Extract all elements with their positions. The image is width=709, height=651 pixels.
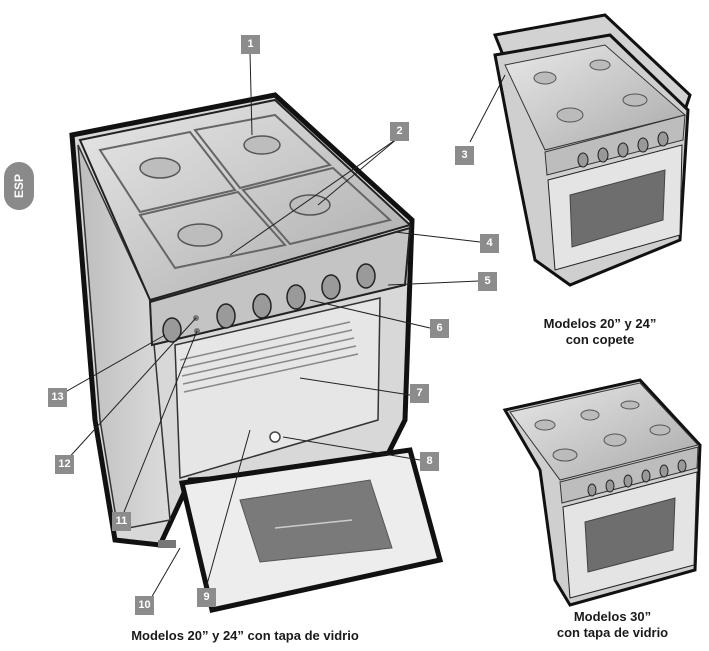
main-stove-illustration: [69, 92, 444, 613]
callout-9: 9: [197, 588, 216, 607]
callout-3: 3: [455, 146, 474, 165]
burner-front-right: [289, 194, 331, 216]
model30-caption-line2: con tapa de vidrio: [556, 625, 669, 640]
knob-4: [286, 284, 306, 310]
main-oven-rack: [179, 321, 359, 393]
copete-stove-illustration: [492, 13, 692, 287]
copete-caption-line1: Modelos 20” y 24”: [543, 316, 657, 331]
main-leader-lines: [59, 51, 481, 601]
callout-1: 1: [241, 35, 260, 54]
callout-5: 5: [478, 272, 497, 291]
main-oven-light: [269, 431, 281, 443]
knob-2: [216, 303, 236, 329]
main-control-panel: [148, 226, 412, 347]
language-badge-label: ESP: [12, 173, 26, 199]
callout-6: 6: [430, 319, 449, 338]
callout-10: 10: [135, 596, 154, 615]
callout-4: 4: [480, 234, 499, 253]
knob-6: [356, 263, 376, 289]
model30-caption-line1: Modelos 30”: [573, 609, 652, 624]
main-door-glass: [239, 479, 393, 563]
model30-caption: Modelos 30” con tapa de vidrio: [530, 609, 695, 641]
language-badge: ESP: [4, 162, 34, 210]
copete-caption-line2: con copete: [565, 332, 635, 347]
callout-12: 12: [55, 455, 74, 474]
callout-8: 8: [420, 452, 439, 471]
callout-2: 2: [390, 122, 409, 141]
copete-caption: Modelos 20” y 24” con copete: [520, 316, 680, 348]
main-caption: Modelos 20” y 24” con tapa de vidrio: [131, 628, 359, 643]
main-knobs: [162, 263, 376, 343]
main-grates: [98, 113, 393, 270]
knob-3: [252, 293, 272, 319]
knob-1: [162, 317, 182, 343]
burner-back-left: [139, 157, 181, 179]
callout-13: 13: [48, 388, 67, 407]
burner-front-left: [177, 223, 223, 247]
model30-stove-illustration: [502, 378, 702, 607]
main-burners: [139, 135, 331, 247]
copete-leader-line: [469, 74, 506, 143]
knob-5: [321, 274, 341, 300]
burner-back-right: [243, 135, 281, 155]
callout-7: 7: [410, 384, 429, 403]
callout-11: 11: [112, 512, 131, 531]
